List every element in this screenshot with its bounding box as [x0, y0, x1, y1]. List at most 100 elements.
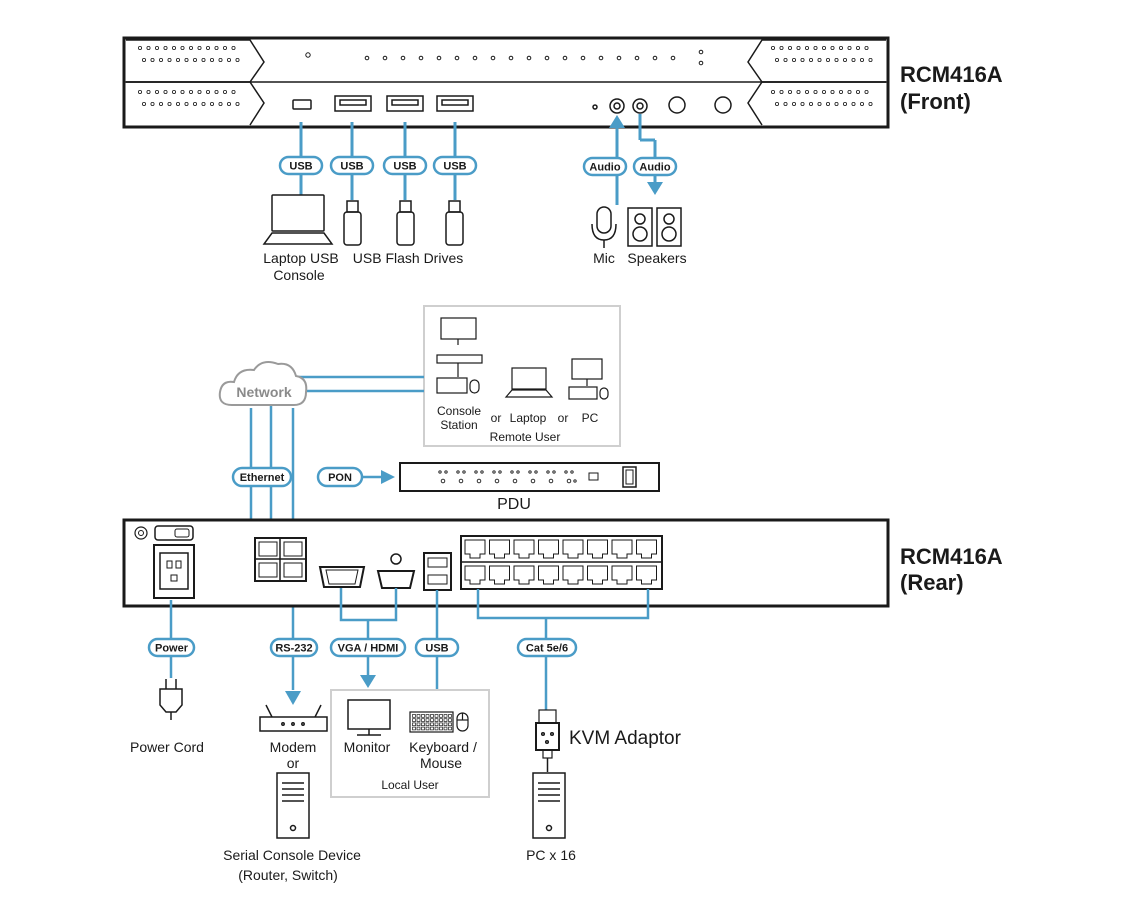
vent-hole: [150, 102, 155, 107]
pill-rs232: RS-232: [269, 637, 319, 658]
pdu-led: [480, 470, 484, 474]
vent-hole: [796, 46, 801, 51]
vent-hole: [775, 58, 780, 63]
vent-hole: [860, 102, 865, 107]
vent-hole: [192, 102, 197, 107]
pdu-outlet: [512, 478, 518, 484]
rj45-port: [611, 565, 633, 585]
pdu-outlet: [566, 478, 572, 484]
vent-hole: [783, 58, 788, 63]
vent-hole: [830, 90, 835, 95]
vent-hole: [146, 90, 151, 95]
rs232-arrow: [285, 691, 301, 705]
vent-hole: [826, 102, 831, 107]
vent-hole: [851, 102, 856, 107]
vent-hole: [864, 90, 869, 95]
speakers-icon: [627, 207, 682, 247]
vent-hole: [197, 90, 202, 95]
local-user-label: Local User: [381, 778, 438, 792]
keyboard-key: [439, 718, 443, 722]
network-cloud-icon: Network: [218, 361, 308, 406]
vent-hole: [209, 102, 214, 107]
vent-hole: [834, 102, 839, 107]
speaker-arrow-down: [647, 182, 663, 195]
pdu-led: [570, 470, 574, 474]
vent-hole: [188, 46, 193, 51]
microphone-icon: [591, 206, 617, 248]
svg-text:RS-232: RS-232: [275, 643, 312, 655]
vent-hole: [813, 46, 818, 51]
pill-power: Power: [147, 637, 196, 658]
pdu-outlet: [476, 478, 482, 484]
rj45-port: [636, 565, 657, 585]
vent-hole: [188, 90, 193, 95]
vent-hole: [154, 46, 159, 51]
keyboard-key: [430, 718, 434, 722]
vent-hole: [856, 90, 861, 95]
vent-hole: [226, 58, 231, 63]
vent-hole: [214, 46, 219, 51]
vent-hole: [779, 90, 784, 95]
vent-hole: [175, 102, 180, 107]
vent-hole: [805, 90, 810, 95]
vent-hole: [822, 90, 827, 95]
svg-text:USB: USB: [443, 161, 466, 173]
vent-hole: [864, 46, 869, 51]
vent-hole: [141, 58, 146, 63]
rj45-port: [562, 539, 584, 559]
vent-hole: [779, 46, 784, 51]
vent-hole: [214, 90, 219, 95]
pill-usb-2: USB: [329, 155, 375, 176]
monitor-icon: [347, 699, 391, 736]
remote-user-label: Remote User: [490, 430, 561, 444]
svg-text:Cat 5e/6: Cat 5e/6: [526, 643, 568, 655]
svg-text:USB: USB: [340, 161, 363, 173]
mic-label: Mic: [593, 250, 615, 266]
pdu-led: [438, 470, 442, 474]
rj45-port: [562, 565, 584, 585]
keyboard-key: [443, 726, 448, 731]
laptop-usb-label: Laptop USB: [263, 250, 339, 266]
vent-hole: [847, 90, 852, 95]
vent-hole: [222, 46, 227, 51]
keyboard-key: [443, 714, 448, 718]
vent-hole: [800, 102, 805, 107]
vent-hole: [163, 46, 168, 51]
vent-hole: [834, 58, 839, 63]
pill-ethernet: Ethernet: [231, 466, 293, 488]
keyboard-key: [448, 718, 452, 722]
svg-text:USB: USB: [425, 643, 448, 655]
vent-hole: [167, 102, 172, 107]
keyboard-key: [434, 718, 439, 722]
vent-hole: [856, 46, 861, 51]
svg-text:Audio: Audio: [589, 162, 620, 174]
keyboard-key: [425, 722, 430, 727]
vent-hole: [792, 102, 797, 107]
pdu-led: [456, 470, 460, 474]
power-plug-icon: [159, 679, 183, 720]
vent-hole: [813, 90, 818, 95]
vent-hole: [197, 46, 202, 51]
vent-hole: [205, 46, 210, 51]
vent-hole: [800, 58, 805, 63]
pdu-led: [498, 470, 502, 474]
pill-audio-mic: Audio: [582, 156, 628, 177]
vent-hole: [783, 102, 788, 107]
keyboard-label-2: Mouse: [420, 755, 462, 771]
vent-hole: [788, 90, 793, 95]
local-user-box: [330, 689, 490, 798]
keyboard-key: [425, 726, 430, 731]
vent-hole: [826, 58, 831, 63]
rj45-port: [587, 539, 608, 559]
keyboard-key: [443, 718, 448, 722]
vent-hole: [809, 102, 814, 107]
serial-device-tower-icon: [276, 772, 310, 839]
vent-hole: [231, 46, 236, 51]
vent-hole: [150, 58, 155, 63]
front-model-title: RCM416A: [900, 62, 1003, 87]
vent-hole: [860, 58, 865, 63]
rj45-port: [538, 565, 559, 585]
pdu-device: [399, 462, 660, 492]
keyboard-key: [430, 726, 434, 731]
keyboard-key: [412, 726, 416, 731]
